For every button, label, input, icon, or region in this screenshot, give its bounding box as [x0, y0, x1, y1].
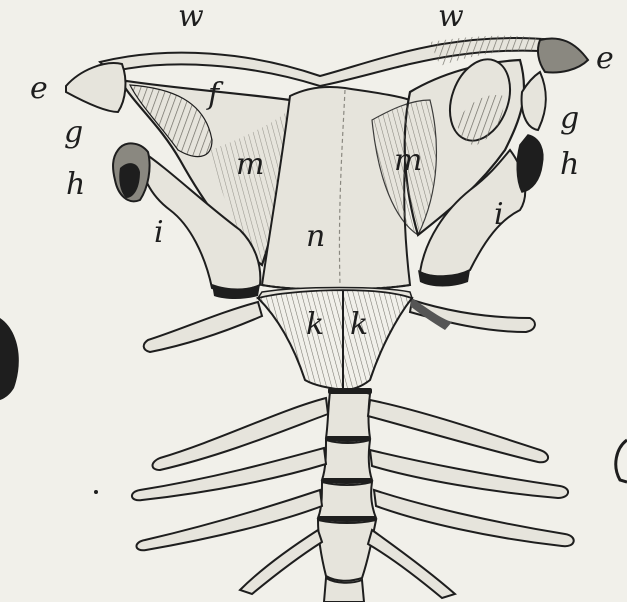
- right-joint: [517, 135, 543, 192]
- label-e-left: e: [30, 74, 48, 104]
- right-edge-mark: [616, 440, 627, 482]
- label-m-left: m: [236, 150, 264, 180]
- left-end-knob: [66, 63, 125, 112]
- label-h-left: h: [66, 170, 85, 200]
- left-edge-mark: [0, 318, 19, 400]
- right-end-knob: [538, 38, 588, 72]
- label-e-right: e: [596, 44, 614, 74]
- label-k-left: k: [306, 310, 324, 340]
- label-m-right: m: [394, 146, 422, 176]
- label-n: n: [306, 222, 325, 252]
- right-end-neck: [522, 72, 546, 130]
- label-f: f: [208, 80, 219, 110]
- label-i-left: i: [154, 218, 164, 248]
- label-k-right: k: [350, 310, 368, 340]
- label-h-right: h: [560, 150, 579, 180]
- label-w-left: w: [178, 2, 204, 32]
- label-g-left: g: [64, 118, 83, 148]
- left-lower-ribs: [132, 398, 328, 594]
- right-lower-ribs: [368, 400, 574, 598]
- label-g-right: g: [560, 104, 579, 134]
- label-w-right: w: [438, 2, 464, 32]
- speck: [94, 490, 98, 494]
- left-upper-rib: [144, 302, 262, 352]
- left-k-plate: [258, 290, 343, 390]
- label-i-right: i: [494, 200, 504, 230]
- sternal-segments: [318, 390, 376, 581]
